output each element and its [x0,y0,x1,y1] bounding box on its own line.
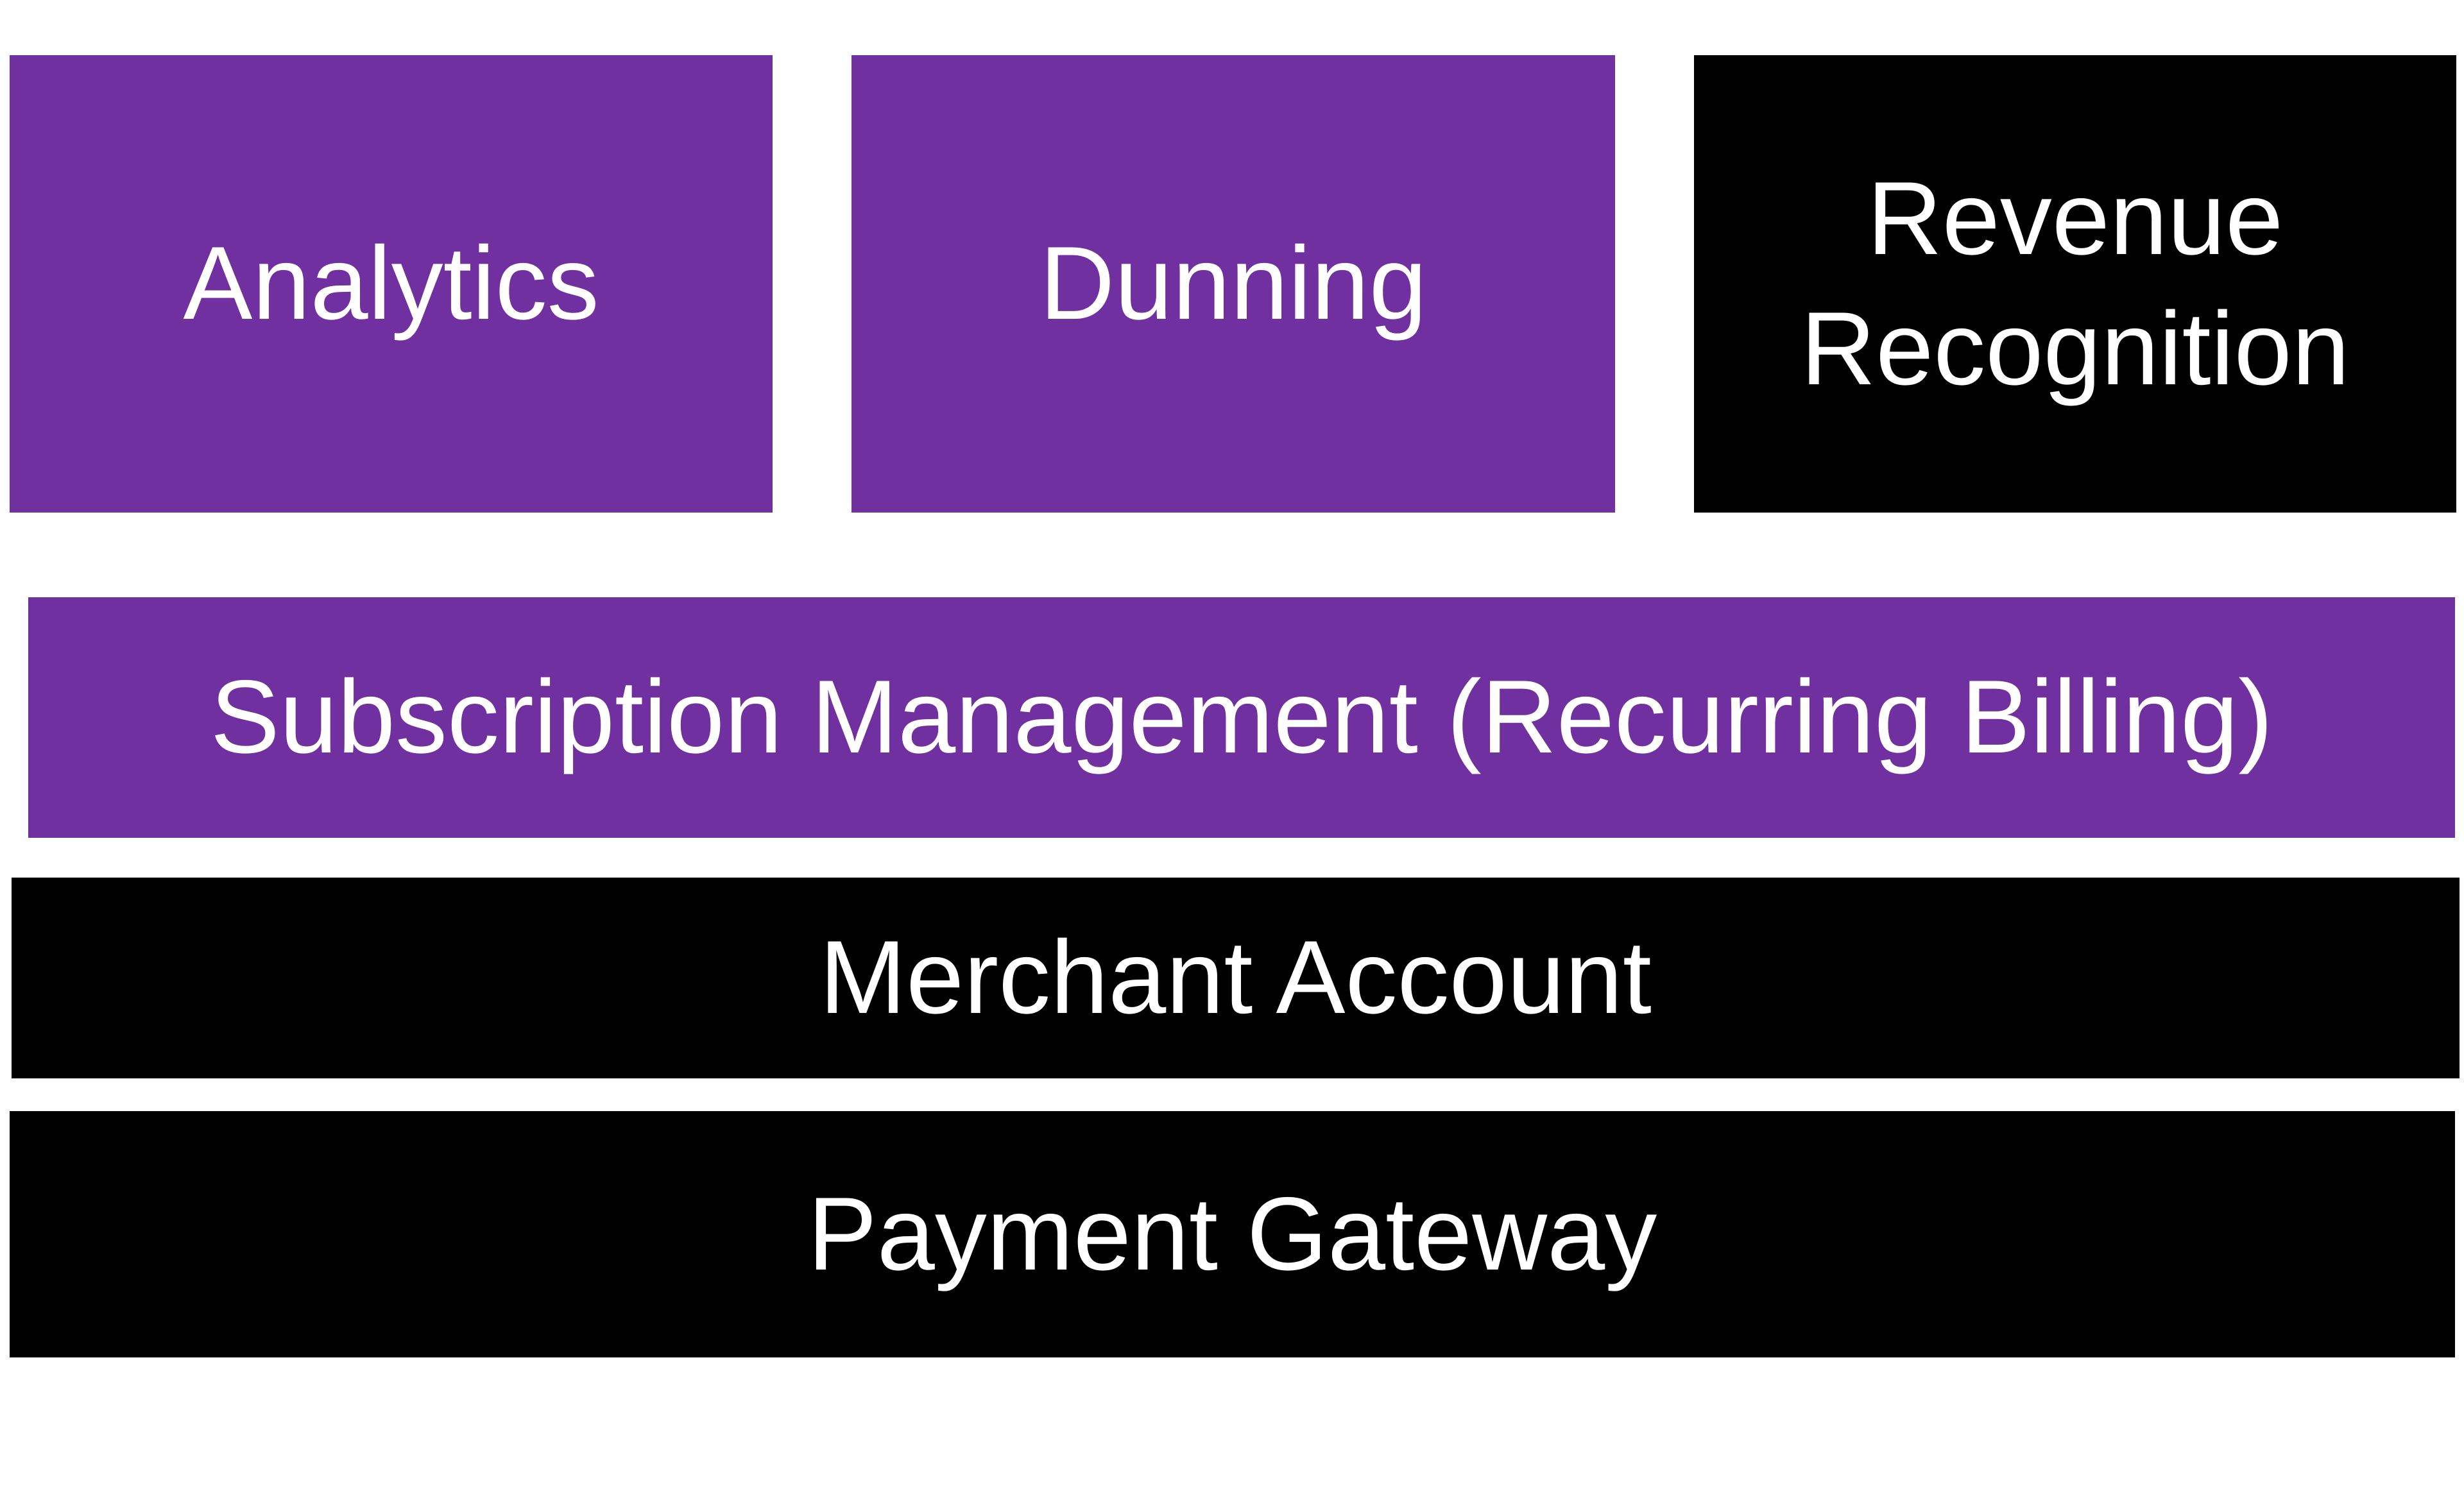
revenue-recognition-label: Revenue Recognition [1801,160,2350,407]
payment-gateway-label: Payment Gateway [807,1175,1657,1292]
merchant-account-block: Merchant Account [12,878,2460,1078]
dunning-block: Dunning [851,55,1615,513]
analytics-label: Analytics [183,225,599,342]
analytics-block: Analytics [10,55,773,513]
subscription-management-block: Subscription Management (Recurring Billi… [28,597,2455,838]
revenue-recognition-block: Revenue Recognition [1694,55,2456,513]
dunning-label: Dunning [1040,225,1427,342]
merchant-account-label: Merchant Account [819,919,1652,1036]
subscription-management-label: Subscription Management (Recurring Billi… [210,659,2273,776]
payment-gateway-block: Payment Gateway [10,1111,2455,1357]
